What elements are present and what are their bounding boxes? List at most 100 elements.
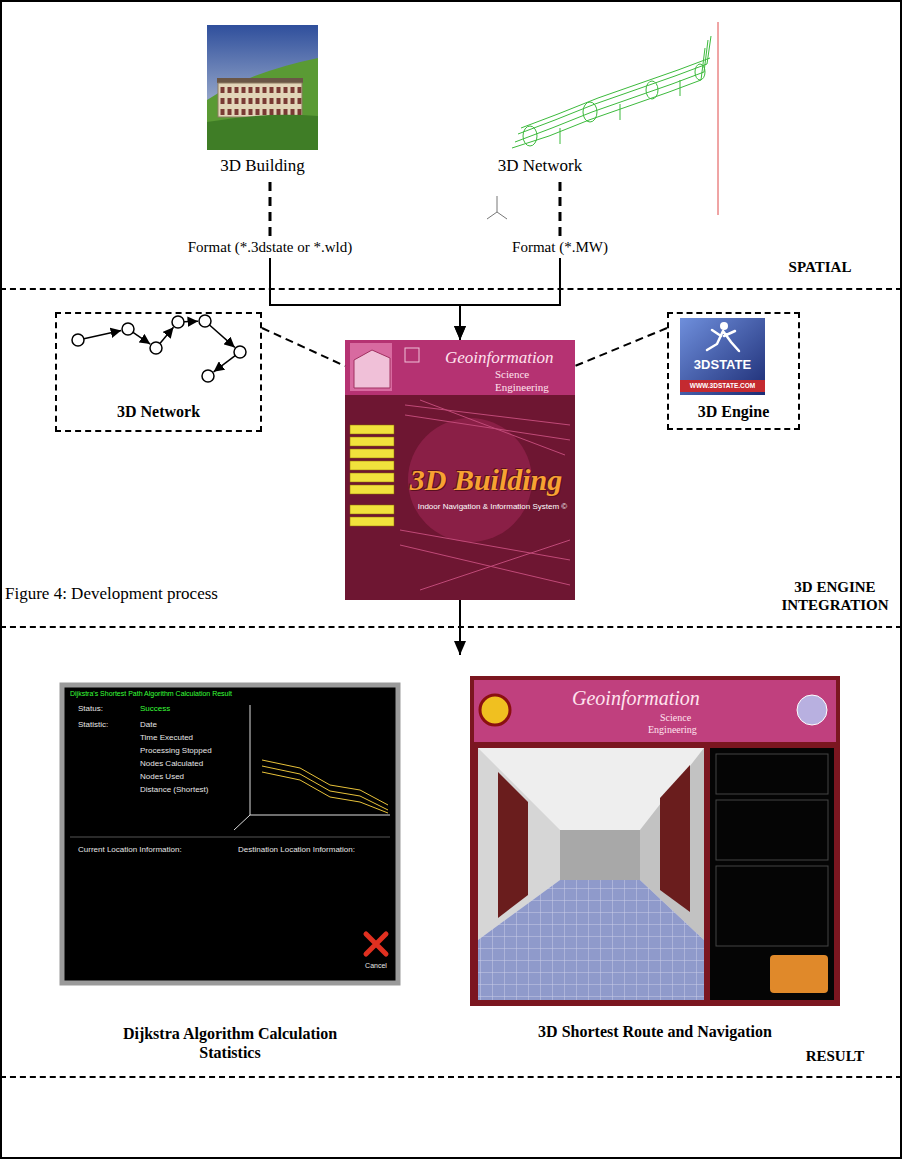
node-text: RESULT xyxy=(795,1047,875,1065)
result-band: RESULT Dijkstra Algorithm Calculation Sta… xyxy=(0,655,902,1078)
label-slot: Cancel xyxy=(358,962,394,970)
network-render-part-part xyxy=(560,80,680,144)
screen-label: Processing Stopped xyxy=(140,746,235,756)
application-screen: GeoinformationScienceEngineering 3D Build… xyxy=(345,340,575,600)
application-screenshot xyxy=(345,340,575,600)
dashed-link xyxy=(269,182,272,236)
dashed-link xyxy=(262,328,345,366)
network-render-part xyxy=(487,196,507,219)
network-render-part-part xyxy=(583,102,597,122)
network-graph-icon-part-part xyxy=(234,346,246,358)
screen-label: Date xyxy=(140,720,235,730)
text-slot: SPATIAL xyxy=(760,258,880,276)
network-render-part-part xyxy=(646,81,658,99)
text-slot: 3D Building xyxy=(197,156,328,176)
engine-logo-part xyxy=(720,322,728,330)
application-screenshot-part-part xyxy=(350,449,394,458)
navigation-screenshot-part-part xyxy=(716,800,828,860)
label-slot: Nodes Calculated xyxy=(140,759,235,769)
navigation-screenshot-part xyxy=(480,695,510,725)
node-text: 3D Engine xyxy=(669,402,798,421)
navigation-screenshot-part-part xyxy=(716,754,828,794)
label-slot: Dijkstra's Shortest Path Algorithm Calcu… xyxy=(70,690,320,698)
text-slot: 3D Network xyxy=(480,156,600,176)
building-render xyxy=(207,25,318,150)
caption-slot: Figure 4: Development process xyxy=(5,584,265,604)
label-slot: Engineering xyxy=(648,724,713,736)
node-text: WWW.3DSTATE.COM xyxy=(680,382,765,390)
navigation-screenshot-part xyxy=(797,695,827,725)
building-render-part xyxy=(217,78,303,83)
screen-label: Statistic: xyxy=(78,720,173,730)
network-render-part-part xyxy=(518,36,711,134)
network-render-part-part xyxy=(695,64,705,80)
screen-label: Nodes Calculated xyxy=(140,759,235,769)
navigation-screenshot-part xyxy=(710,748,834,1000)
spatial-band: SPATIAL 3D BuildingFormat (*.3dstate or *… xyxy=(0,0,902,290)
network-graph-icon-part-part xyxy=(202,370,214,382)
dijkstra-statistics-screenshot-part xyxy=(62,685,398,983)
application-screenshot-part-part xyxy=(350,461,394,470)
application-screenshot-part xyxy=(354,350,390,388)
label-slot: Science xyxy=(660,712,710,724)
text-slot: RESULT xyxy=(795,1047,875,1065)
node-text: Engineering xyxy=(495,381,570,394)
navigation-screenshot-part-part xyxy=(716,866,828,946)
dijkstra-statistics-screenshot-part xyxy=(234,705,390,830)
navigation-screenshot-part xyxy=(660,765,690,912)
format-label: Format (*.3dstate or *.wld) xyxy=(184,236,357,258)
node-text: Science xyxy=(495,368,565,381)
node-text: 3D Network xyxy=(480,156,600,176)
label-slot: Distance (Shortest) xyxy=(140,785,235,795)
application-screenshot-part xyxy=(345,340,575,600)
figure-caption: Figure 4: Development process xyxy=(5,584,265,604)
text-slot: Engineering xyxy=(495,381,570,394)
building-render-part xyxy=(207,115,318,150)
network-graph-icon-part xyxy=(160,327,174,343)
dijkstra-statistics-screenshot-part-part xyxy=(262,766,388,810)
navigation-screenshot-part xyxy=(498,772,528,918)
dijkstra-statistics-screenshot-part-part xyxy=(262,772,388,813)
text-slot: Science xyxy=(495,368,565,381)
label-slot: Date xyxy=(140,720,235,730)
label-slot: Time Executed xyxy=(140,733,235,743)
network-graph-icon-part xyxy=(133,332,150,344)
screen-label: Cancel xyxy=(358,962,394,970)
navigation-screenshot-part xyxy=(560,830,640,880)
network-graph-icon-part xyxy=(214,356,236,372)
dashed-link xyxy=(575,328,667,366)
statistics-screen: Dijkstra Algorithm Calculation Statistic… xyxy=(60,683,400,1069)
text-slot: Geoinformation xyxy=(445,348,570,368)
node-text: 3DSTATE xyxy=(680,357,765,373)
application-screenshot-part-part xyxy=(350,437,394,446)
node-text: Format (*.MW) xyxy=(512,238,608,256)
network-graph-icon-part-part xyxy=(150,342,162,354)
screen-label: Distance (Shortest) xyxy=(140,785,235,795)
label-slot: Processing Stopped xyxy=(140,746,235,756)
screen-label: Nodes Used xyxy=(140,772,235,782)
label-slot: Geoinformation xyxy=(572,686,707,710)
network-graph-icon-part-part xyxy=(72,334,84,346)
screen-label: Time Executed xyxy=(140,733,235,743)
network-graph-icon-part xyxy=(210,325,235,347)
dashed-link xyxy=(558,182,561,236)
label-slot: Destination Location Information: xyxy=(238,845,390,855)
engine-logo-part xyxy=(680,380,765,392)
dijkstra-statistics-screenshot-part xyxy=(262,760,388,813)
navigation-screenshot-part xyxy=(474,680,836,742)
network-graph-icon-part xyxy=(84,331,121,339)
text-slot: 3D Building xyxy=(400,462,572,498)
screen-label: Geoinformation xyxy=(572,686,707,710)
node-text: 3D ENGINE INTEGRATION xyxy=(770,578,900,614)
text-slot: Indoor Navigation & Information System © xyxy=(415,502,570,512)
building-render-part xyxy=(218,83,302,117)
network-graph-icon-part-part xyxy=(122,323,134,335)
network-graph-icon-part-part xyxy=(172,316,184,328)
network-render xyxy=(487,22,718,219)
node-text: 3D Building xyxy=(400,462,572,498)
building-model-image: 3D Building xyxy=(207,25,318,182)
navigation-screenshot-part xyxy=(716,754,828,946)
